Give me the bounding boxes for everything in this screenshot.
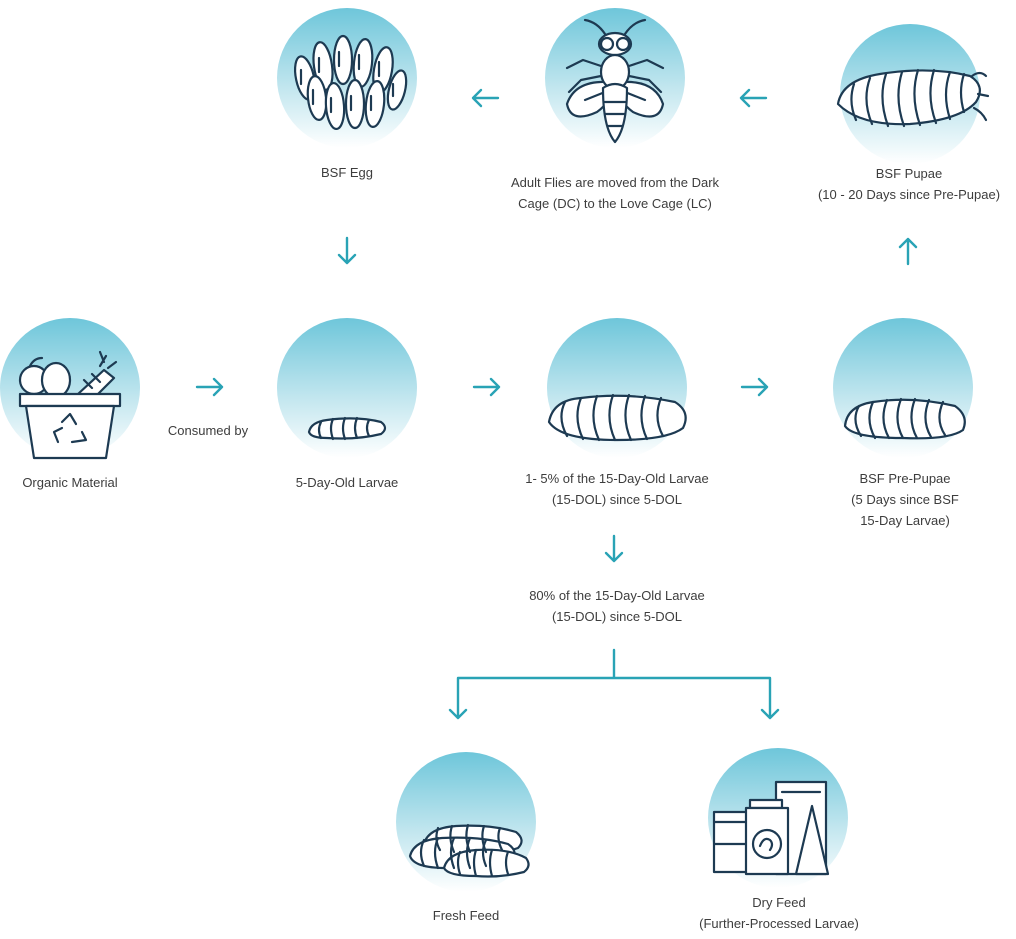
label-prepupae-line-3: 15-Day Larvae)	[860, 513, 950, 528]
pupa-icon	[836, 24, 990, 164]
label-adult-line-1: Adult Flies are moved from the Dark	[510, 175, 720, 190]
label-5-day-larvae: 5-Day-Old Larvae	[277, 472, 417, 493]
arrow-split-to-feeds	[440, 648, 790, 724]
node-15-day-larvae	[547, 318, 687, 458]
small-larva-icon	[277, 318, 417, 458]
arrow-prepupae-to-pupae	[898, 236, 918, 266]
node-adult-flies	[545, 8, 685, 148]
arrow-larvae5-to-larvae15	[472, 377, 502, 397]
label-larvae15-line-1: 1- 5% of the 15-Day-Old Larvae	[525, 471, 709, 486]
label-adult-flies: Adult Flies are moved from the Dark Cage…	[485, 172, 745, 214]
arrow-egg-to-larvae5	[337, 236, 357, 266]
label-egg: BSF Egg	[297, 162, 397, 183]
label-pupae-line-2: (10 - 20 Days since Pre-Pupae)	[817, 187, 1001, 202]
label-larvae15-line-2: (15-DOL) since 5-DOL	[551, 492, 683, 507]
eggs-icon	[277, 8, 417, 148]
label-fresh-line-1: Fresh Feed	[432, 908, 500, 923]
label-fresh-feed: Fresh Feed	[406, 905, 526, 926]
consumed-by-text: Consumed by	[167, 423, 249, 438]
fresh-larvae-icon	[396, 752, 536, 892]
larva-icon	[547, 318, 687, 458]
label-organic-line-1: Organic Material	[22, 475, 118, 490]
edge-label-consumed-by: Consumed by	[158, 420, 258, 441]
node-fresh-feed	[396, 752, 536, 892]
feed-packages-icon	[708, 748, 848, 888]
node-dry-feed	[708, 748, 848, 888]
label-pupae: BSF Pupae (10 - 20 Days since Pre-Pupae)	[804, 163, 1014, 205]
node-pre-pupae	[833, 318, 973, 458]
node-egg	[277, 8, 417, 148]
label-dry-feed: Dry Feed (Further-Processed Larvae)	[679, 892, 879, 934]
pre-pupa-icon	[833, 318, 973, 458]
label-dry-line-1: Dry Feed	[752, 895, 806, 910]
arrow-larvae15-to-80	[604, 534, 624, 564]
recycle-bin-icon	[0, 318, 140, 460]
label-15-day-larvae: 1- 5% of the 15-Day-Old Larvae (15-DOL) …	[487, 468, 747, 510]
label-organic-material: Organic Material	[5, 472, 135, 493]
arrow-adult-to-egg	[470, 88, 500, 108]
node-organic-material	[0, 318, 140, 460]
label-pre-pupae: BSF Pre-Pupae (5 Days since BSF 15-Day L…	[800, 468, 1010, 531]
label-egg-line-1: BSF Egg	[320, 165, 374, 180]
label-80-line-1: 80% of the 15-Day-Old Larvae	[529, 588, 705, 603]
label-80-percent: 80% of the 15-Day-Old Larvae (15-DOL) si…	[487, 585, 747, 627]
label-adult-line-2: Cage (DC) to the Love Cage (LC)	[518, 196, 712, 211]
arrow-organic-to-larvae5	[195, 377, 225, 397]
node-5-day-larvae	[277, 318, 417, 458]
label-80-line-2: (15-DOL) since 5-DOL	[551, 609, 683, 624]
label-prepupae-line-1: BSF Pre-Pupae	[859, 471, 951, 486]
fly-icon	[545, 8, 685, 148]
label-dry-line-2: (Further-Processed Larvae)	[699, 916, 859, 931]
arrow-pupae-to-adult	[738, 88, 768, 108]
label-larvae5-line-1: 5-Day-Old Larvae	[295, 475, 399, 490]
node-pupae	[836, 24, 990, 164]
label-pupae-line-1: BSF Pupae	[875, 166, 943, 181]
arrow-larvae15-to-prepupae	[740, 377, 770, 397]
label-prepupae-line-2: (5 Days since BSF	[851, 492, 959, 507]
